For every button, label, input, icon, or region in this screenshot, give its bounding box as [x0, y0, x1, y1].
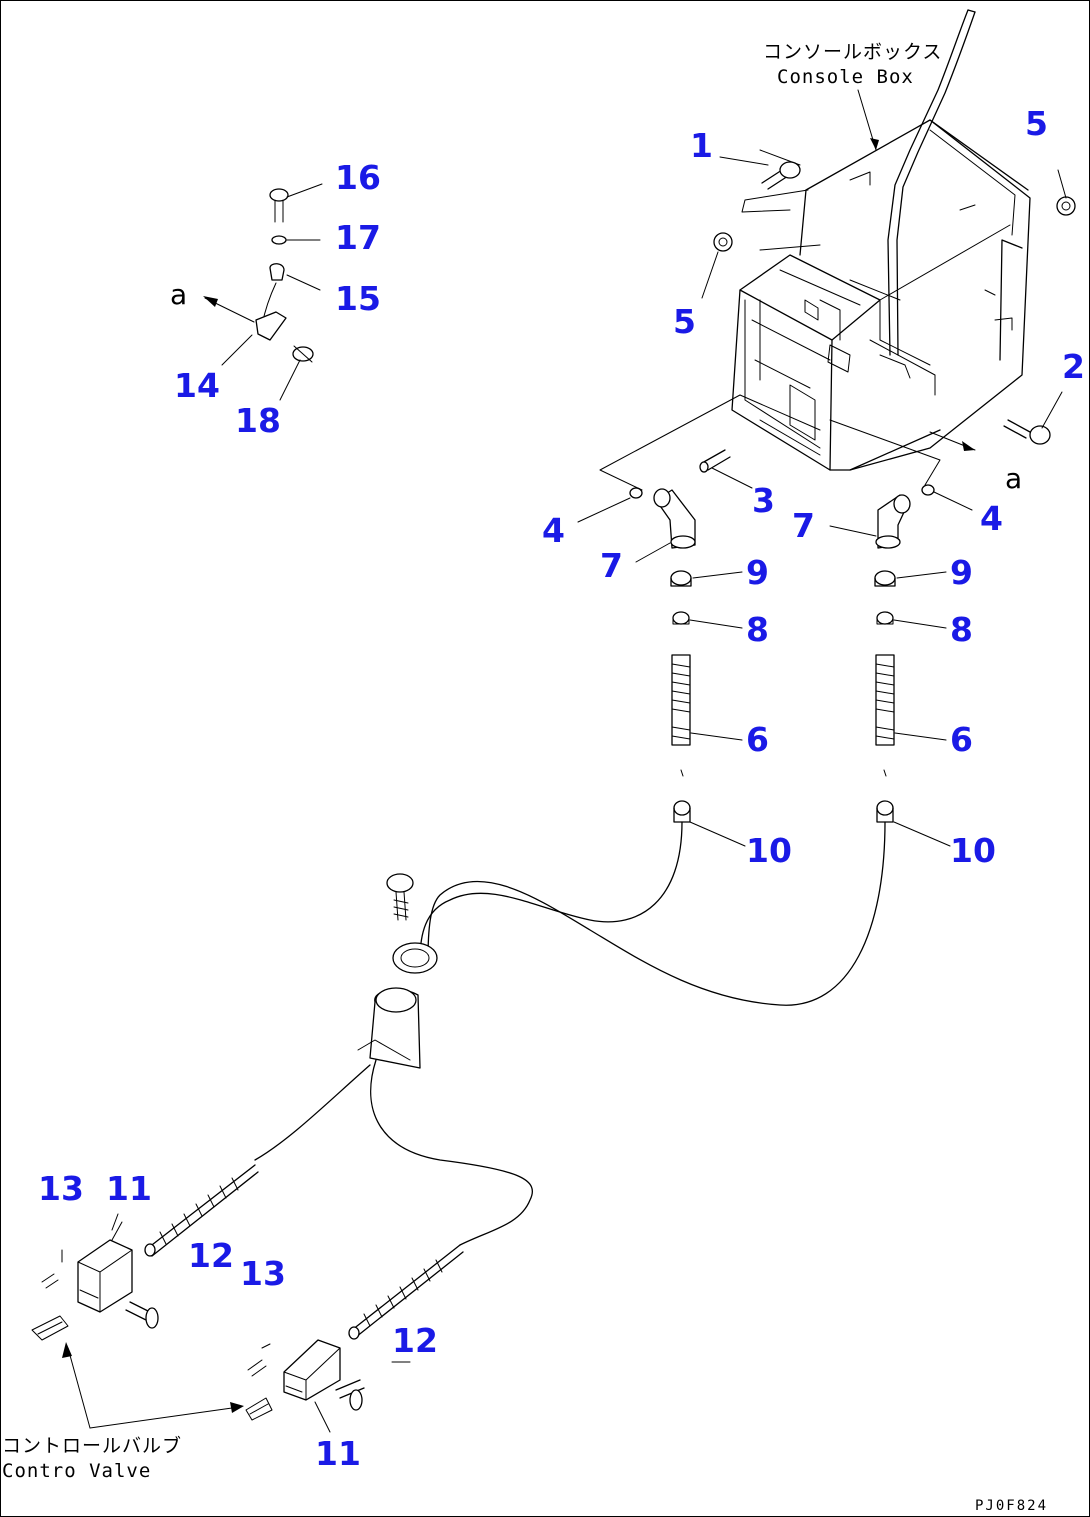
- callout-7-right: 7: [792, 506, 815, 545]
- callout-6-left: 6: [746, 720, 769, 759]
- cable-end-right: [348, 1244, 464, 1340]
- elbow-7-right: [875, 494, 911, 549]
- nut-5-left: [713, 232, 733, 252]
- bracket-line-right: [829, 419, 941, 486]
- control-valve-label-jp: コントロールバルブ: [2, 1434, 182, 1457]
- callout-13-top: 13: [38, 1169, 84, 1208]
- cables: [254, 821, 886, 1246]
- cable-bracket: [357, 873, 438, 1069]
- callout-5-right: 5: [1025, 104, 1048, 143]
- callout-12-right: 12: [392, 1321, 438, 1360]
- callout-16: 16: [335, 158, 381, 197]
- callout-15: 15: [335, 279, 381, 318]
- cable-end-left: [144, 1164, 259, 1257]
- callout-12-left: 12: [188, 1236, 234, 1275]
- control-valve-label: コントロールバルブ Contro Valve: [2, 1342, 244, 1482]
- valve-end-left: [31, 1315, 69, 1341]
- callout-4-right: 4: [980, 499, 1003, 538]
- console-box-label: コンソールボックス Console Box: [763, 41, 942, 151]
- control-valve-label-en: Contro Valve: [2, 1460, 151, 1482]
- console-box: [731, 9, 1031, 471]
- callout-18: 18: [235, 401, 281, 440]
- callout-13-middle: 13: [240, 1254, 286, 1293]
- callout-1: 1: [690, 126, 713, 165]
- callout-9-right: 9: [950, 553, 973, 592]
- leader-lines: [111, 156, 1067, 1433]
- bolt-2: [1003, 419, 1051, 445]
- callout-4-left: 4: [542, 511, 565, 550]
- callout-2: 2: [1062, 347, 1085, 386]
- bracket-line-left: [599, 394, 741, 491]
- clip-13-right: [247, 1343, 271, 1377]
- callouts: 1 2 3 4 4 5 5 6 6 7 7 8 8 9 9 10 10 11 1…: [38, 104, 1085, 1473]
- callout-5-left: 5: [673, 302, 696, 341]
- washer-4-right: [921, 484, 935, 496]
- console-box-label-en: Console Box: [777, 66, 914, 88]
- nut-5-right: [1056, 196, 1076, 216]
- callout-3: 3: [752, 481, 775, 520]
- reference-arrow-a-right: a: [929, 431, 1022, 495]
- callout-17: 17: [335, 218, 381, 257]
- ref-a-label-right: a: [1005, 462, 1022, 495]
- console-box-label-jp: コンソールボックス: [763, 41, 942, 63]
- callout-10-left: 10: [746, 831, 792, 870]
- stack-right: [874, 570, 896, 823]
- valve-end-right: [245, 1397, 273, 1421]
- callout-6-right: 6: [950, 720, 973, 759]
- stack-left: [670, 570, 692, 823]
- pin-12-right: [335, 1361, 411, 1411]
- elbow-7-left: [653, 488, 696, 549]
- drawing-code: PJ0F824: [975, 1498, 1048, 1514]
- ref-a-label-left: a: [170, 278, 187, 311]
- callout-11-bottom: 11: [315, 1434, 361, 1473]
- callout-8-left: 8: [746, 610, 769, 649]
- callout-8-right: 8: [950, 610, 973, 649]
- bolt-1: [759, 149, 801, 190]
- washer-4-left: [629, 487, 643, 499]
- callout-7-left: 7: [600, 546, 623, 585]
- clip-13-left: [41, 1249, 63, 1289]
- callout-11-top: 11: [106, 1169, 152, 1208]
- clevis-11-left: [77, 1221, 133, 1313]
- callout-9-left: 9: [746, 553, 769, 592]
- pin-3: [699, 449, 731, 473]
- reference-arrow-a-left: a: [170, 278, 255, 323]
- pin-12-left: [125, 1301, 159, 1329]
- callout-10-right: 10: [950, 831, 996, 870]
- clevis-11-right: [283, 1339, 341, 1401]
- callout-14: 14: [174, 366, 220, 405]
- detail-group: [255, 188, 314, 363]
